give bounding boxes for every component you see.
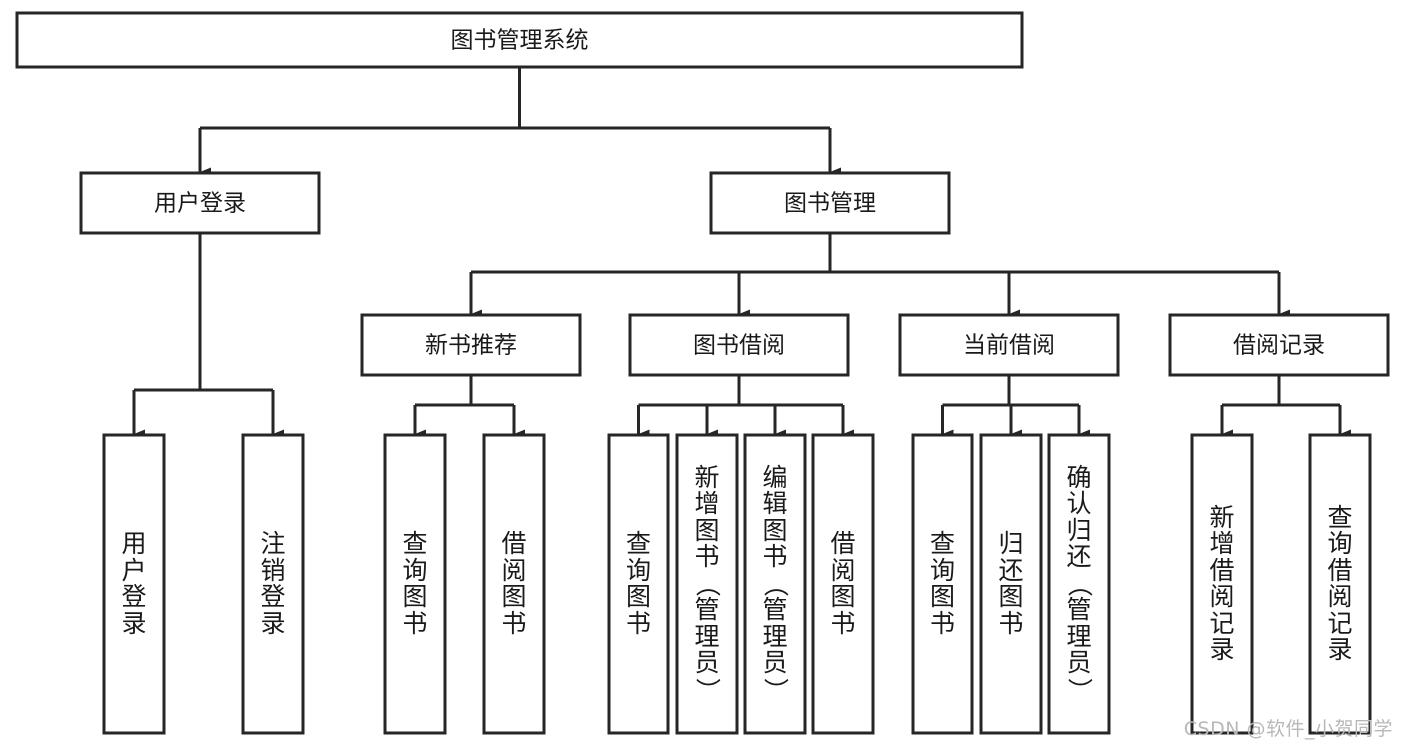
node-borrow-records[interactable]: 借阅记录 xyxy=(1168,313,1390,377)
node-new-book-recommend[interactable]: 新书推荐 xyxy=(360,313,582,377)
node-box-leaf-edit-book-admin xyxy=(743,433,807,735)
node-leaf-query-book-current[interactable] xyxy=(911,433,974,735)
node-box-new-book-recommend xyxy=(360,313,582,377)
node-label-root: 图书管理系统 xyxy=(451,28,589,54)
node-box-leaf-add-book-admin xyxy=(675,433,739,735)
node-box-leaf-return-book xyxy=(979,433,1043,735)
node-leaf-borrow-book[interactable] xyxy=(811,433,875,735)
node-label-borrow-records: 借阅记录 xyxy=(1233,333,1325,359)
node-label-new-book-recommend: 新书推荐 xyxy=(425,333,517,359)
node-box-leaf-borrow-book xyxy=(811,433,875,735)
node-leaf-logout[interactable] xyxy=(241,433,305,735)
node-box-leaf-borrow-book-recommend xyxy=(482,433,546,735)
node-box-leaf-confirm-return-admin xyxy=(1047,433,1111,735)
node-leaf-query-book-recommend[interactable] xyxy=(383,433,447,735)
node-book-management[interactable]: 图书管理 xyxy=(709,171,951,235)
node-box-leaf-query-book-current xyxy=(911,433,974,735)
node-box-book-borrow xyxy=(628,313,850,377)
node-leaf-query-book-borrow[interactable] xyxy=(607,433,670,735)
node-label-book-management: 图书管理 xyxy=(784,191,876,217)
node-leaf-query-borrow-record[interactable] xyxy=(1308,433,1372,735)
node-leaf-borrow-book-recommend[interactable] xyxy=(482,433,546,735)
node-root[interactable]: 图书管理系统 xyxy=(15,11,1024,69)
node-box-leaf-user-login xyxy=(102,433,166,735)
node-box-current-borrow xyxy=(898,313,1120,377)
node-box-book-management xyxy=(709,171,951,235)
node-leaf-return-book[interactable] xyxy=(979,433,1043,735)
node-user-login[interactable]: 用户登录 xyxy=(79,171,321,235)
node-box-user-login xyxy=(79,171,321,235)
node-box-leaf-logout xyxy=(241,433,305,735)
node-leaf-edit-book-admin[interactable] xyxy=(743,433,807,735)
node-label-user-login: 用户登录 xyxy=(154,191,246,217)
node-box-root xyxy=(15,11,1024,69)
node-box-leaf-query-borrow-record xyxy=(1308,433,1372,735)
node-leaf-add-book-admin[interactable] xyxy=(675,433,739,735)
node-box-leaf-query-book-recommend xyxy=(383,433,447,735)
node-box-borrow-records xyxy=(1168,313,1390,377)
connector-layer xyxy=(132,67,1351,439)
node-box-leaf-query-book-borrow xyxy=(607,433,670,735)
node-label-current-borrow: 当前借阅 xyxy=(963,333,1055,359)
node-label-book-borrow: 图书借阅 xyxy=(693,333,785,359)
node-current-borrow[interactable]: 当前借阅 xyxy=(898,313,1120,377)
node-leaf-user-login[interactable] xyxy=(102,433,166,735)
node-book-borrow[interactable]: 图书借阅 xyxy=(628,313,850,377)
node-leaf-add-borrow-record[interactable] xyxy=(1190,433,1254,735)
node-leaf-confirm-return-admin[interactable] xyxy=(1047,433,1111,735)
node-box-leaf-add-borrow-record xyxy=(1190,433,1254,735)
